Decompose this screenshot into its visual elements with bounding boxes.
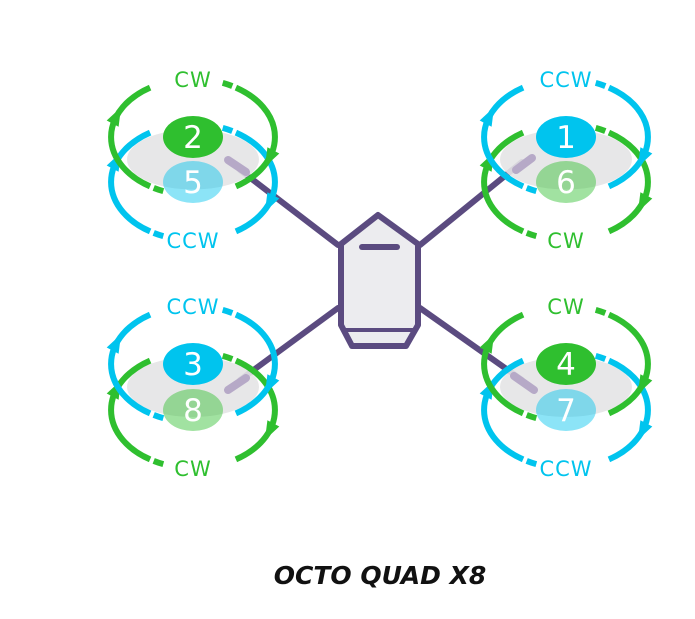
rotation-arrow-icon: [106, 334, 121, 354]
rotation-ring-arc: [607, 311, 651, 417]
arm-tip-front-right: [512, 154, 536, 174]
motor-number-top: 4: [556, 347, 576, 383]
rotation-ring-top: [479, 80, 653, 194]
rotation-arrow-icon: [638, 147, 653, 167]
rotation-ring-arc: [234, 129, 278, 235]
motor-group-rear-left: 8 3 CCW CW: [106, 295, 280, 481]
motor-badge-bottom: [536, 161, 596, 203]
motor-badge-top: [536, 343, 596, 385]
rotation-arrow-icon: [265, 374, 280, 394]
motor-number-bottom: 8: [183, 393, 203, 429]
center-body-shell: [338, 212, 421, 349]
rotation-arrow-icon: [106, 107, 121, 127]
rotation-ring-dash: [152, 230, 165, 239]
center-body: [338, 212, 421, 349]
direction-label-bottom: CCW: [166, 229, 219, 253]
rotation-arrow-icon: [638, 374, 653, 394]
rotation-ring-bottom: [479, 353, 653, 467]
rotation-ring-bottom: [106, 125, 280, 239]
motor-group-front-left: 5 2 CW CCW: [106, 68, 280, 253]
rotation-ring-dash: [594, 125, 607, 134]
rotation-ring-arc: [108, 129, 152, 235]
rotation-ring-arc: [234, 357, 278, 463]
rotation-ring-dash: [594, 353, 607, 362]
arm-tip-rear-left: [224, 374, 250, 394]
direction-label-bottom: CW: [547, 229, 584, 253]
motor-number-top: 2: [183, 120, 203, 156]
arm-tip-rear-right: [510, 372, 538, 394]
rotation-ring-arc: [481, 357, 525, 463]
propeller-disc: [127, 129, 259, 190]
rotation-ring-arc: [108, 311, 152, 417]
rotation-arrow-icon: [638, 192, 653, 212]
rotation-ring-dash: [221, 353, 234, 362]
rotation-ring-arc: [234, 311, 278, 417]
rotation-ring-arc: [481, 129, 525, 235]
rotation-ring-dash: [152, 412, 165, 421]
rotation-ring-bottom: [106, 353, 280, 467]
rotation-arrow-icon: [265, 147, 280, 167]
direction-label-top: CW: [547, 295, 584, 319]
rotation-ring-arc: [607, 357, 651, 463]
arm-rear-left: [237, 305, 341, 383]
rotation-ring-dash: [152, 185, 165, 194]
motor-badge-bottom: [536, 389, 596, 431]
rotation-ring-arc: [481, 84, 525, 190]
direction-label-bottom: CW: [174, 457, 211, 481]
motor-number-top: 1: [556, 120, 576, 156]
rotation-arrow-icon: [479, 334, 494, 354]
rotation-ring-arc: [108, 357, 152, 463]
direction-label-top: CCW: [166, 295, 219, 319]
rotation-arrow-icon: [479, 107, 494, 127]
motor-number-top: 3: [183, 347, 203, 383]
rotation-ring-arc: [607, 84, 651, 190]
rotation-ring-top: [106, 307, 280, 421]
rotation-ring-dash: [221, 125, 234, 134]
arm-tips: [224, 154, 538, 394]
rotation-ring-dash: [152, 458, 165, 467]
rotation-ring-dash: [525, 185, 538, 194]
rotation-ring-dash: [594, 80, 607, 89]
motor-badge-top: [163, 343, 223, 385]
rotation-ring-dash: [525, 412, 538, 421]
rotation-ring-arc: [481, 311, 525, 417]
motor-number-bottom: 5: [183, 165, 203, 201]
motor-group-rear-right: 7 4 CW CCW: [479, 295, 653, 481]
motor-badge-top: [536, 116, 596, 158]
rotation-ring-dash: [221, 80, 234, 89]
direction-label-top: CW: [174, 68, 211, 92]
diagram-title: OCTO QUAD X8: [274, 561, 487, 590]
rotation-ring-dash: [594, 307, 607, 316]
rotation-arrow-icon: [265, 192, 280, 212]
rotation-arrow-icon: [638, 420, 653, 440]
motor-number-bottom: 6: [556, 165, 576, 201]
direction-label-bottom: CCW: [539, 457, 592, 481]
rotation-ring-top: [479, 307, 653, 421]
rotation-ring-arc: [234, 84, 278, 190]
motor-badge-bottom: [163, 389, 223, 431]
motor-number-bottom: 7: [556, 393, 576, 429]
propeller-disc: [127, 357, 259, 417]
rotation-ring-arc: [108, 84, 152, 190]
motor-badge-top: [163, 116, 223, 158]
motor-badge-bottom: [163, 161, 223, 203]
rotation-ring-dash: [221, 307, 234, 316]
rotation-ring-top: [106, 80, 280, 194]
rotation-ring-dash: [525, 230, 538, 239]
propeller-disc: [500, 129, 632, 190]
rotation-arrow-icon: [265, 420, 280, 440]
rotation-ring-dash: [525, 458, 538, 467]
propeller-disc: [500, 357, 632, 417]
direction-label-top: CCW: [539, 68, 592, 92]
arm-tip-front-left: [224, 156, 250, 176]
arm-front-left: [237, 167, 341, 248]
rotation-ring-arc: [607, 129, 651, 235]
motor-group-front-right: 6 1 CCW CW: [479, 68, 653, 253]
